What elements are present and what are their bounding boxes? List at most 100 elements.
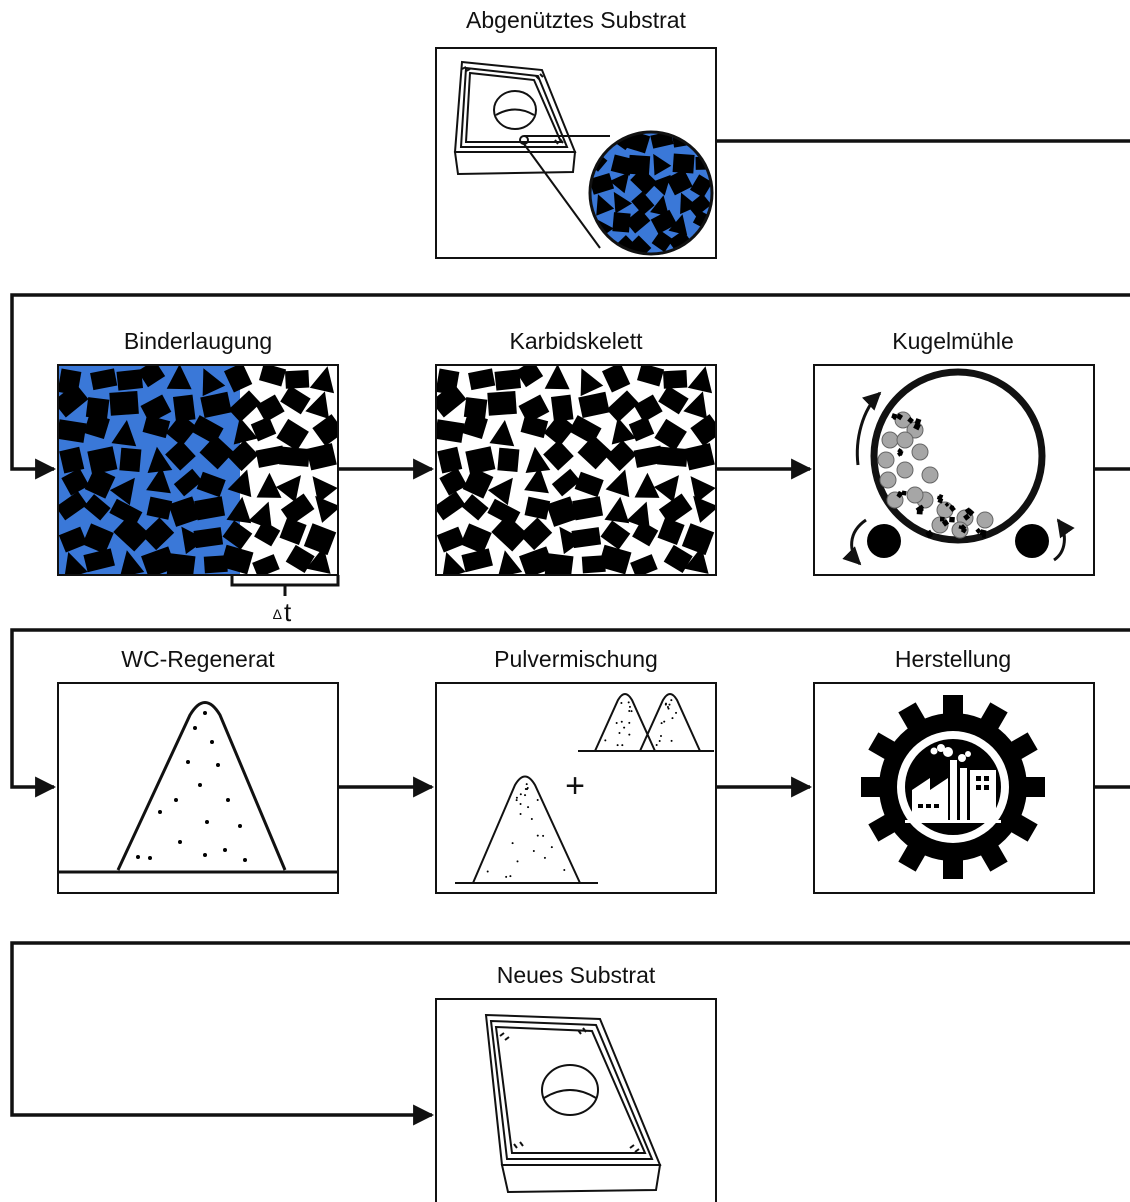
carbide-grain	[654, 418, 687, 451]
carbide-fragment	[895, 413, 904, 421]
carbide-grain	[315, 495, 338, 523]
powder-dot	[203, 853, 207, 857]
gear-tooth	[943, 695, 963, 719]
powder-dot	[210, 740, 214, 744]
powder-dot	[524, 787, 527, 790]
carbide-grain	[524, 466, 549, 494]
carbide-grain	[305, 391, 330, 419]
carbide-grain	[306, 546, 331, 574]
carbide-grain	[650, 209, 678, 235]
leaching-carbide-grains	[58, 365, 338, 575]
carbide-fragment	[901, 490, 907, 496]
carbide-grain	[194, 496, 226, 521]
powder-dot	[628, 721, 631, 724]
carbide-grain	[612, 212, 631, 233]
powder-dot	[516, 860, 519, 863]
carbide-grain	[146, 496, 173, 520]
carbide-fragment	[979, 529, 987, 537]
carbide-grain	[222, 520, 253, 550]
gear-tooth	[943, 855, 963, 879]
carbide-fragment	[925, 529, 934, 538]
carbide-grain	[202, 368, 226, 397]
carbide-grain	[227, 469, 252, 498]
carbide-fragment	[896, 492, 903, 499]
powder-dot	[666, 706, 669, 709]
worn-insert-illustration	[453, 60, 610, 249]
carbide-grain	[519, 517, 553, 551]
carbide-grain	[520, 415, 549, 439]
carbide-grain	[312, 476, 338, 504]
carbide-grain	[58, 419, 87, 443]
carbide-grain	[683, 391, 708, 419]
grinding-ball	[911, 443, 929, 461]
powder-dot	[524, 794, 527, 797]
stage-ball-mill: Kugelmühle	[813, 328, 1095, 576]
carbide-fragment	[897, 451, 903, 457]
carbide-grain	[544, 365, 570, 390]
carbide-grain	[666, 169, 693, 196]
carbide-grain	[58, 526, 88, 553]
carbide-grain	[284, 369, 310, 389]
mill-roller-right	[1015, 524, 1049, 558]
carbide-fragment	[907, 416, 914, 424]
powder-dot	[519, 802, 522, 805]
carbide-grain	[680, 192, 698, 215]
additive-pile-2	[639, 693, 701, 752]
carbide-grain	[668, 214, 688, 236]
powder-dot	[604, 739, 607, 742]
powder-dot	[655, 743, 658, 746]
carbide-grain	[303, 523, 337, 556]
carbide-grain	[436, 526, 466, 553]
carbide-grain	[630, 167, 658, 195]
carbide-grain	[111, 419, 137, 447]
flow-line-into-new-substrate	[10, 941, 1130, 1126]
stage-frame-new-substrate	[435, 998, 717, 1202]
carbide-grain	[168, 496, 200, 527]
stage-title-binder-leaching: Binderlaugung	[124, 328, 272, 354]
carbide-grain	[604, 496, 630, 524]
carbide-grain	[82, 523, 114, 554]
carbide-grain	[524, 496, 551, 520]
carbide-grain	[491, 514, 529, 552]
carbide-grain	[285, 544, 315, 574]
grinding-ball	[879, 471, 897, 489]
carbide-fragment	[949, 505, 956, 512]
carbide-grain	[442, 551, 466, 575]
carbide-grain	[462, 467, 494, 499]
carbide-grain	[689, 174, 712, 198]
carbide-grain	[577, 435, 612, 470]
carbide-grain	[662, 369, 688, 389]
carbide-grain	[196, 471, 226, 498]
carbide-grain	[436, 383, 467, 418]
carbide-grain	[613, 191, 633, 214]
powder-dot	[542, 834, 545, 837]
new-insert-illustration	[484, 1013, 662, 1194]
powder-dot	[670, 739, 673, 742]
carbide-grain	[551, 468, 581, 497]
carbide-grain	[83, 548, 115, 573]
powder-dot	[186, 760, 190, 764]
gear-tooth	[861, 777, 885, 797]
carbide-fragment	[939, 516, 945, 522]
carbide-grain	[580, 368, 604, 397]
carbide-grain	[439, 468, 468, 496]
stage-title-new-substrate: Neues Substrat	[497, 962, 656, 988]
stage-binder-leaching: Binderlaugung Δ t	[57, 328, 340, 627]
carbide-grain	[255, 445, 286, 468]
stage-powder-mixing: Pulvermischung +	[435, 646, 717, 894]
powder-dot	[660, 722, 663, 725]
stage-carbide-skeleton: Karbidskelett	[435, 328, 717, 576]
powder-dot	[519, 813, 522, 816]
grinding-ball	[921, 466, 939, 484]
powder-dot	[628, 709, 631, 712]
carbide-grain	[657, 446, 688, 467]
carbide-grain	[684, 443, 715, 471]
powder-dot	[238, 824, 242, 828]
powder-dot	[663, 720, 666, 723]
carbide-grain	[650, 195, 669, 217]
powder-dot	[205, 820, 209, 824]
carbide-grain	[571, 527, 602, 549]
carbide-grain	[636, 365, 665, 387]
carbide-grain	[653, 153, 672, 176]
carbide-grain	[280, 493, 315, 525]
